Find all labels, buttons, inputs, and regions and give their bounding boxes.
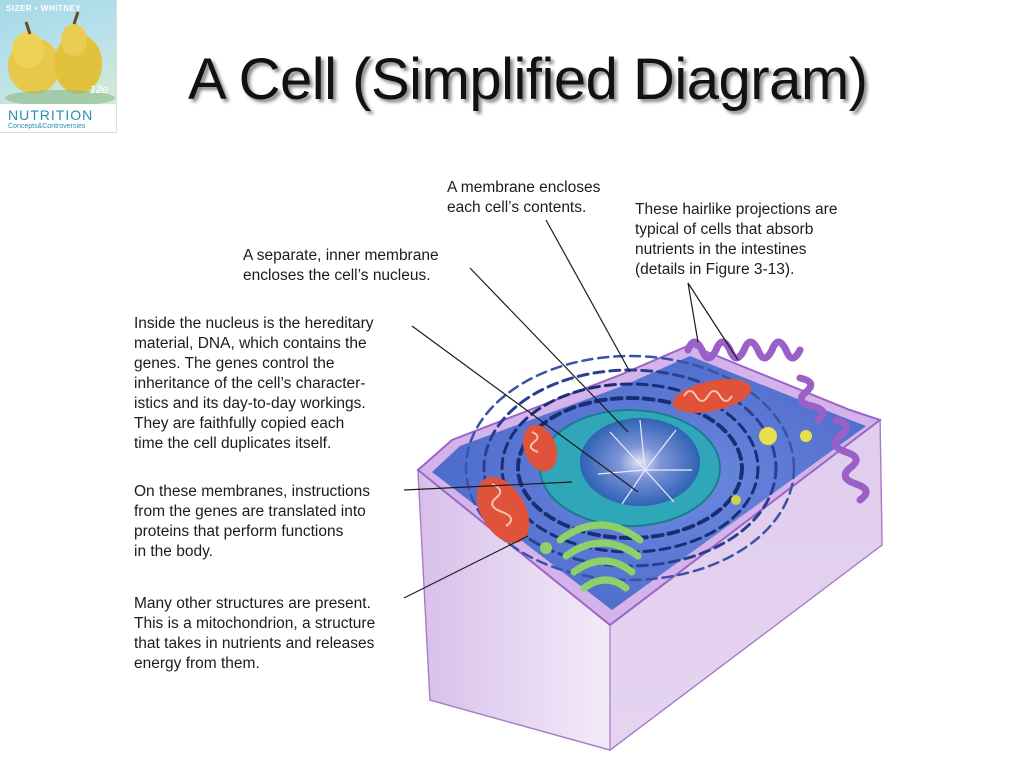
endoplasmic-reticulum xyxy=(464,354,796,582)
leader-line-hairlike-1 xyxy=(687,282,699,343)
leader-line-nucleus xyxy=(411,325,639,493)
label-membrane: A membrane encloses each cell’s contents… xyxy=(447,179,601,216)
leader-lines xyxy=(403,219,739,599)
nucleus xyxy=(539,409,721,527)
pears-illustration: SIZER • WHITNEY 12e xyxy=(0,0,116,104)
mitochondrion-2 xyxy=(522,424,558,472)
vesicle-2 xyxy=(800,430,812,442)
logo-brand: NUTRITION xyxy=(8,107,94,123)
label-nucleus-dna: Inside the nucleus is the hereditary mat… xyxy=(134,315,374,452)
golgi-vesicle xyxy=(540,542,552,554)
pears-icon xyxy=(5,11,115,104)
slide-title: A Cell (Simplified Diagram) xyxy=(188,47,868,112)
leader-line-membrane xyxy=(545,219,631,373)
mitochondrion-1 xyxy=(476,476,530,544)
logo-subtitle: Concepts&Controversies xyxy=(8,123,86,130)
golgi-apparatus xyxy=(556,521,644,592)
label-inner-membrane: A separate, inner membrane encloses the … xyxy=(243,247,439,284)
label-mitochondrion: Many other structures are present. This … xyxy=(134,595,376,672)
microvilli xyxy=(684,338,870,504)
label-membranes-proteins: On these membranes, instructions from th… xyxy=(134,483,371,560)
leader-line-membranes xyxy=(403,481,573,491)
vesicle-3 xyxy=(731,495,741,505)
logo-authors: SIZER • WHITNEY xyxy=(6,4,82,13)
mitochondrion-3 xyxy=(672,379,752,413)
leader-line-hairlike-2 xyxy=(687,282,739,361)
leader-line-inner-membrane xyxy=(469,267,629,433)
logo-edition: 12e xyxy=(89,84,108,96)
vesicle-1 xyxy=(759,427,777,445)
label-hairlike-projections: These hairlike projections are typical o… xyxy=(635,201,838,278)
book-cover-logo: SIZER • WHITNEY 12e NUTRITION Concepts&C… xyxy=(0,0,117,133)
leader-line-mitochondrion xyxy=(403,535,529,599)
